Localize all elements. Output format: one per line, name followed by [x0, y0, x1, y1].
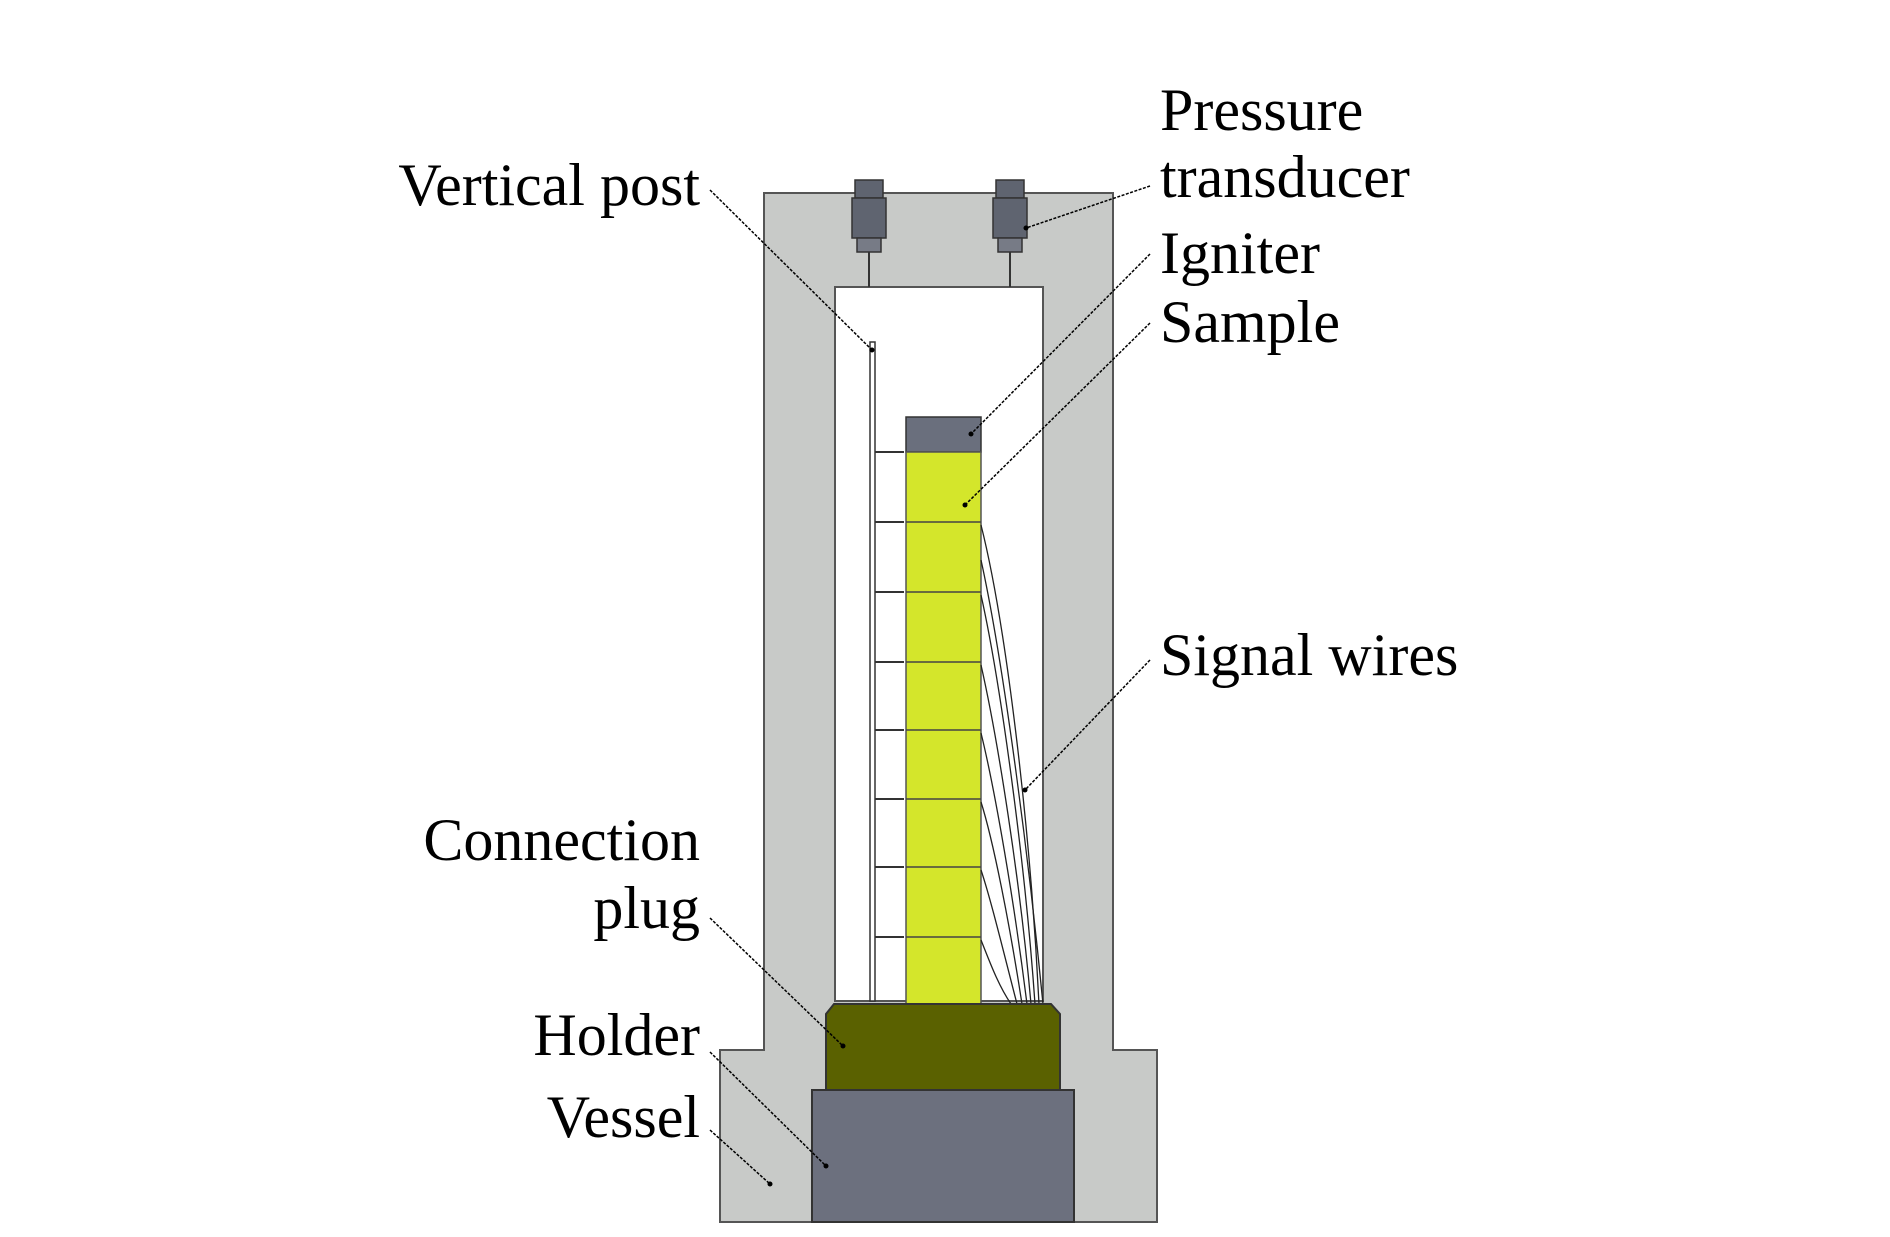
leader-lines — [709, 185, 1151, 1187]
connection-plug — [811, 1089, 1075, 1223]
signal-wires — [980, 524, 1044, 1005]
label-connection-plug-line2: plug — [593, 875, 700, 941]
sample-segments — [906, 521, 981, 938]
igniter — [905, 416, 982, 453]
dot-holder — [823, 1163, 829, 1169]
dot-signal-wires — [1022, 787, 1028, 793]
leader-vertical-post — [709, 189, 873, 351]
label-pressure-transducer-line2: transducer — [1160, 144, 1410, 210]
label-holder: Holder — [533, 1002, 700, 1068]
label-sample: Sample — [1160, 289, 1340, 355]
leader-igniter — [970, 253, 1151, 435]
pressure-transducer-left — [851, 179, 887, 287]
dot-sample — [962, 502, 968, 508]
dot-connection-plug — [840, 1043, 846, 1049]
leader-signal-wires — [1024, 659, 1151, 791]
label-vessel: Vessel — [547, 1084, 700, 1150]
leader-sample — [964, 322, 1151, 506]
pressure-transducer — [992, 179, 1028, 287]
label-connection-plug-line1: Connection — [423, 807, 700, 873]
dot-igniter — [968, 431, 974, 437]
dot-vertical-post — [869, 347, 875, 353]
sample — [905, 451, 982, 1007]
vertical-post — [869, 341, 876, 1002]
post-rungs — [875, 451, 904, 938]
label-vertical-post: Vertical post — [398, 152, 700, 218]
dot-pressure-transducer — [1023, 225, 1029, 231]
label-igniter: Igniter — [1160, 220, 1320, 286]
label-signal-wires: Signal wires — [1160, 622, 1458, 688]
holder — [825, 1003, 1061, 1091]
leader-connection-plug — [709, 917, 844, 1047]
leader-pressure-transducer — [1025, 185, 1151, 229]
dot-vessel — [767, 1181, 773, 1187]
label-pressure-transducer-line1: Pressure — [1160, 77, 1363, 143]
leader-holder — [709, 1051, 827, 1167]
